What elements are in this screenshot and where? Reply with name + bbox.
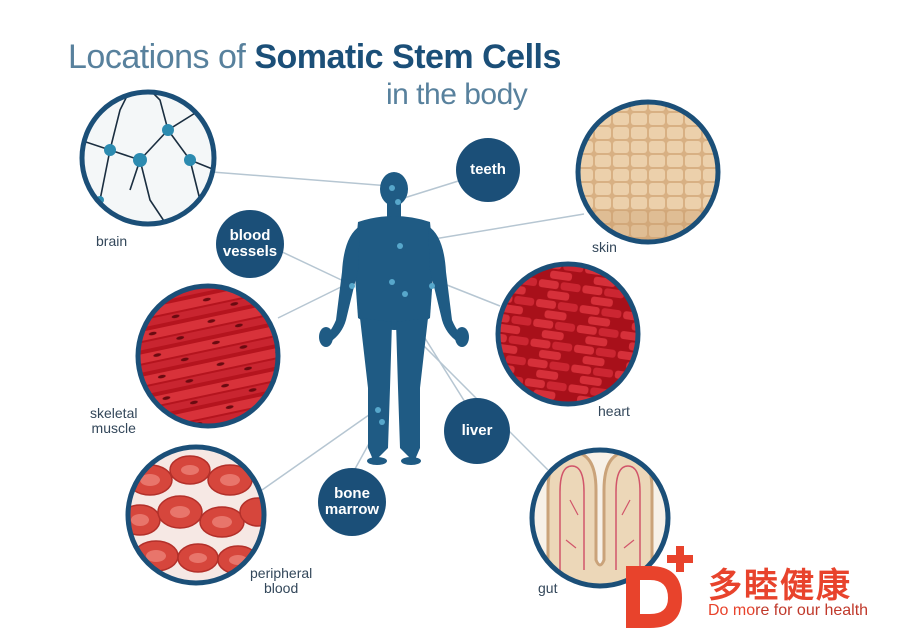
brain-circle <box>79 89 217 227</box>
logo-slogan: Do more for our health <box>708 602 868 620</box>
label-skin: skin <box>592 239 617 255</box>
bubble-bone-marrow-line2: marrow <box>324 501 380 518</box>
label-skeletal-muscle-line1: skeletal <box>90 405 138 421</box>
figure-markers <box>349 185 435 425</box>
label-peripheral-blood-line1: peripheral <box>250 565 313 581</box>
title-bold: Somatic Stem Cells <box>254 38 561 76</box>
bubble-teeth-text: teeth <box>470 161 506 178</box>
label-heart: heart <box>598 403 630 419</box>
bubble-bone-marrow-line1: bone <box>334 485 370 502</box>
skeletal-muscle-circle <box>135 283 281 429</box>
title-light: Locations of <box>68 38 246 76</box>
human-figure <box>319 172 469 465</box>
heart-circle <box>495 261 641 407</box>
label-skeletal-muscle-line2: muscle <box>91 420 136 436</box>
logo-mark <box>626 546 693 628</box>
label-peripheral-blood: peripheral blood <box>250 566 312 596</box>
logo-wordmark: 多睦健康 <box>708 566 852 606</box>
peripheral-blood-circle <box>125 444 267 586</box>
bubble-bone-marrow: bone marrow <box>318 468 386 536</box>
label-skeletal-muscle: skeletal muscle <box>90 406 137 436</box>
bubble-blood-vessels: blood vessels <box>216 210 284 278</box>
label-gut: gut <box>538 580 558 596</box>
bubble-blood-vessels-line2: vessels <box>222 243 278 260</box>
label-peripheral-blood-line2: blood <box>264 580 299 596</box>
logo-slogan-a: Do mo <box>708 602 756 619</box>
bubble-liver-text: liver <box>461 422 493 439</box>
page-subtitle: in the body <box>386 78 528 111</box>
bubble-teeth: teeth <box>456 138 520 202</box>
skin-circle <box>575 99 721 245</box>
gut-circle <box>529 447 671 589</box>
page-title: Locations of Somatic Stem Cells <box>68 38 561 77</box>
bubble-blood-vessels-line1: blood <box>229 227 271 244</box>
label-brain: brain <box>96 233 128 249</box>
logo-slogan-b: re for our health <box>755 602 869 619</box>
bubble-liver: liver <box>444 398 510 464</box>
